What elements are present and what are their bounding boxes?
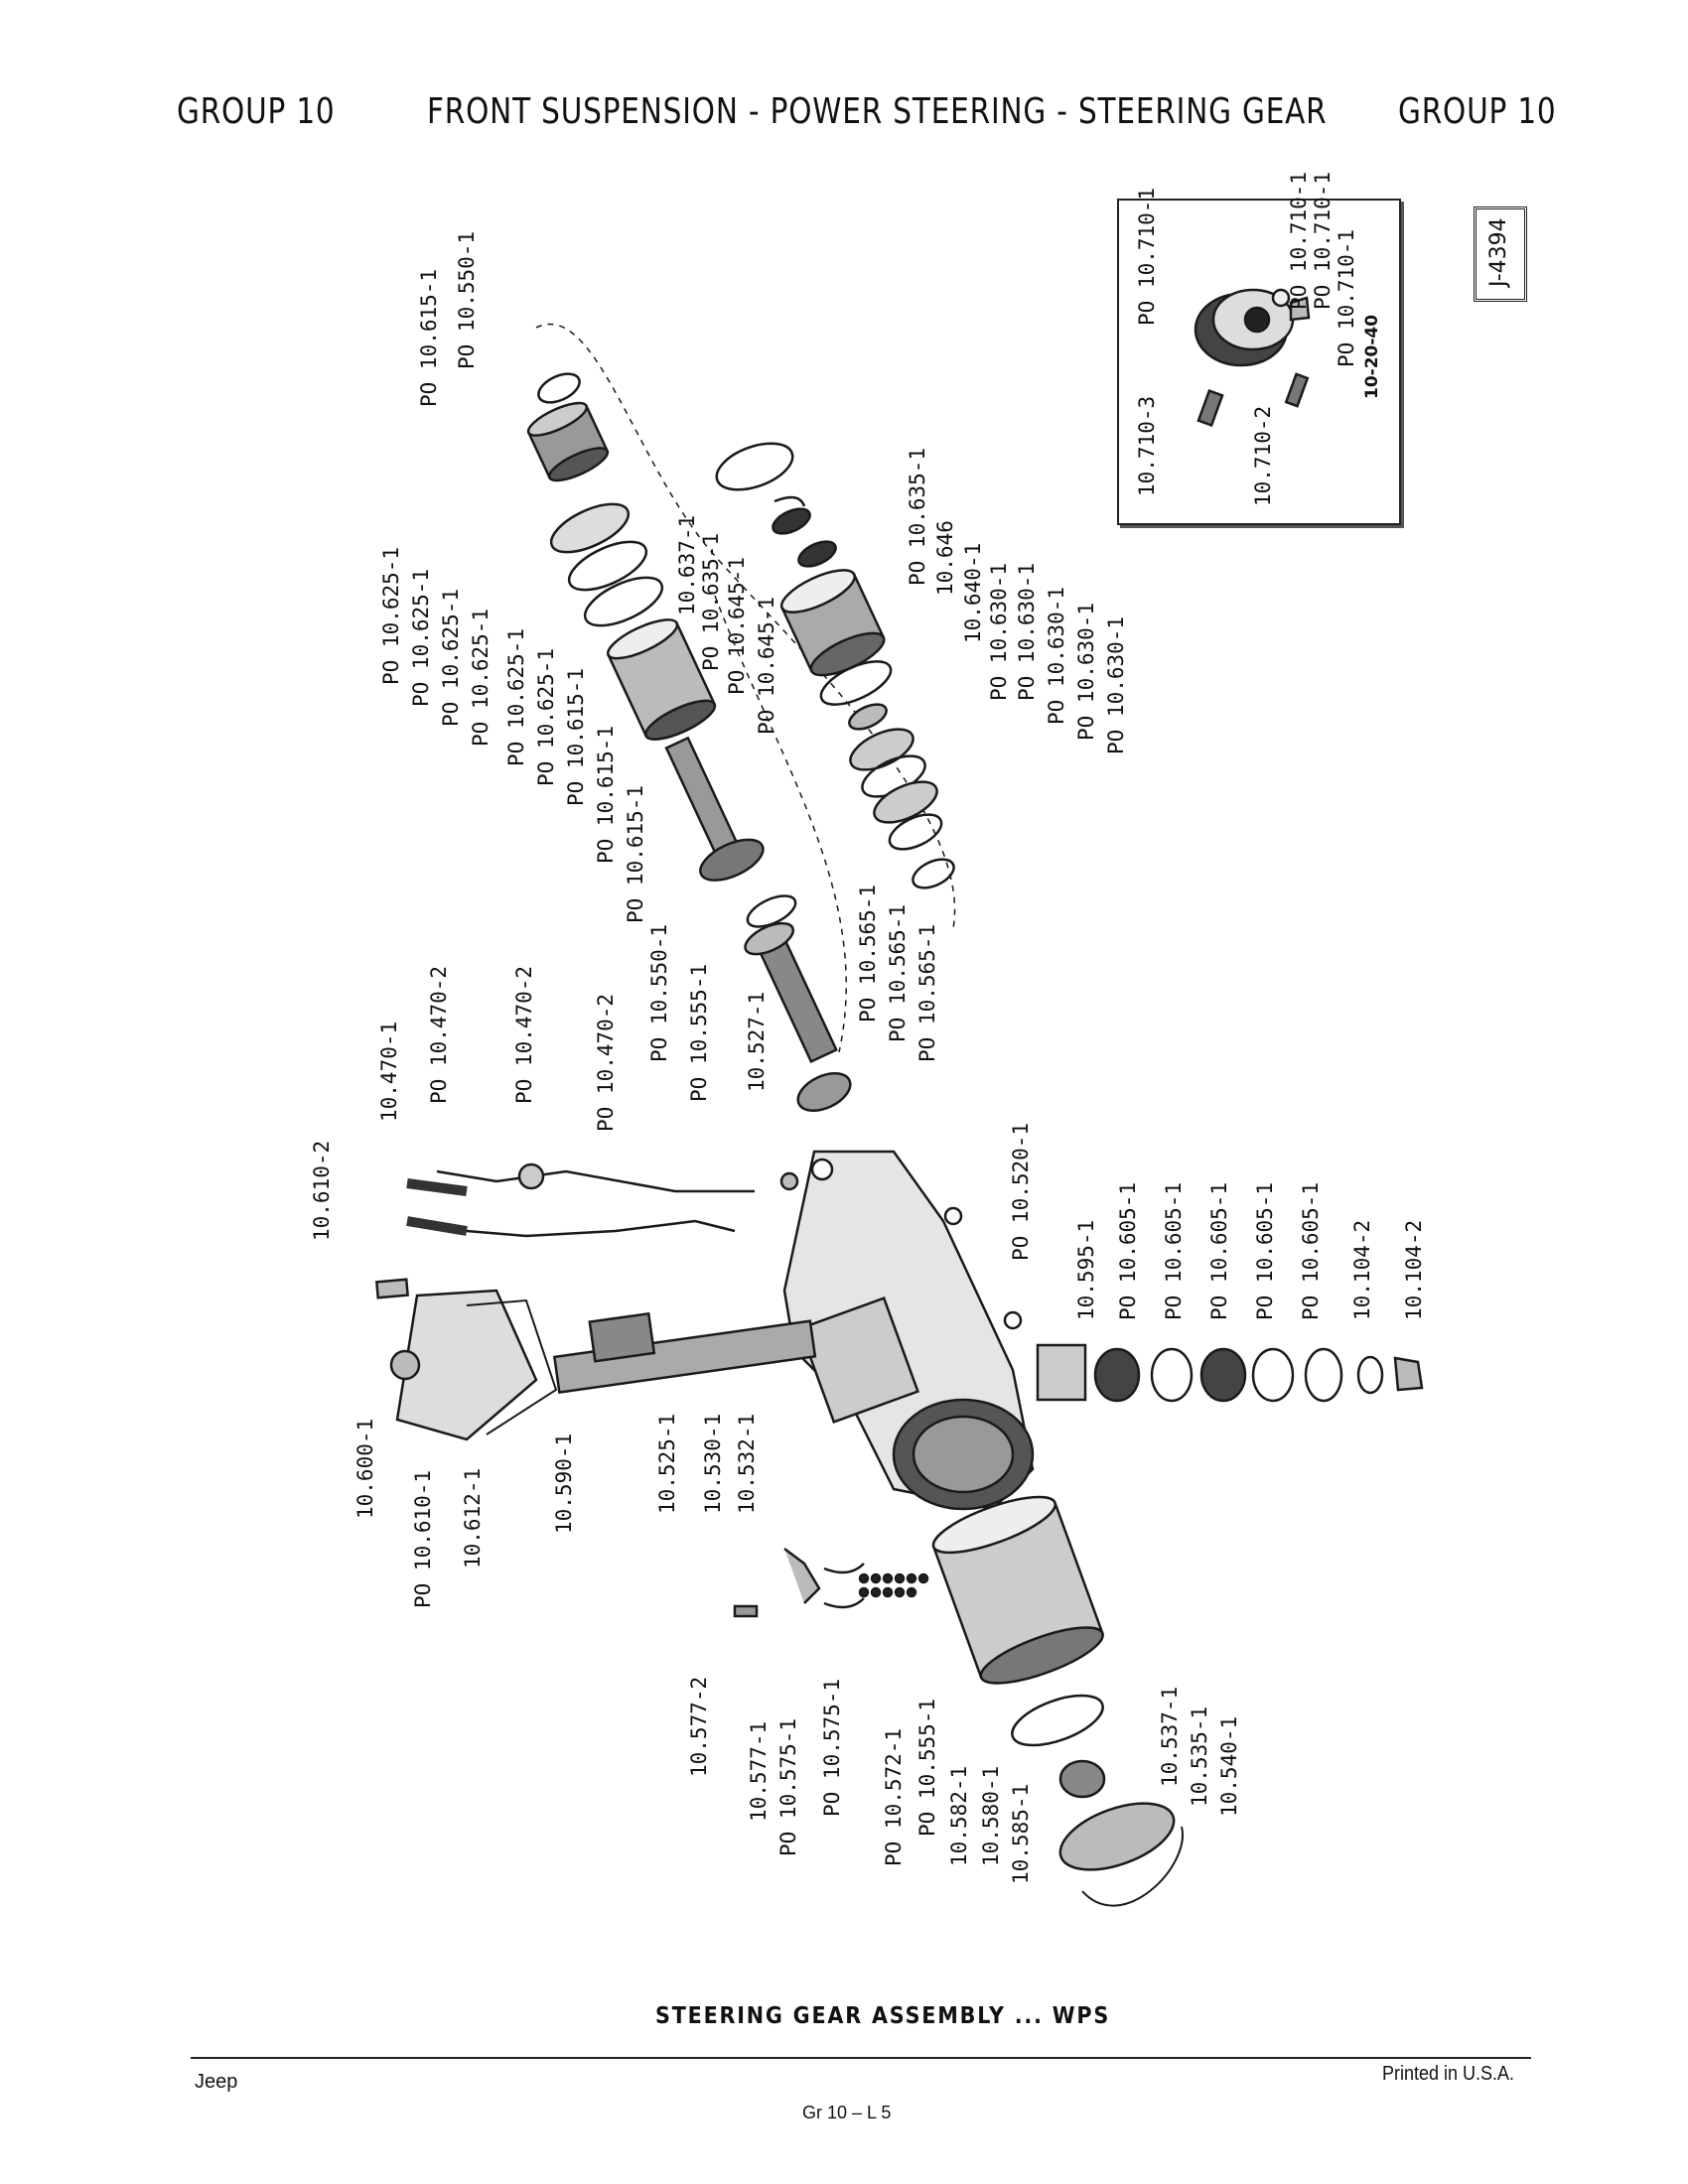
callout-label[interactable]: 10.640-1 [961, 542, 985, 643]
callout-label[interactable]: PO 10.625-1 [439, 588, 463, 727]
inset-label: 10.710-3 [1135, 395, 1159, 496]
callout-label[interactable]: PO 10.645-1 [725, 556, 749, 695]
callout-label[interactable]: PO 10.520-1 [1009, 1122, 1033, 1261]
document-id-box: J-4394 [1474, 206, 1527, 302]
callout-label[interactable]: PO 10.630-1 [1045, 586, 1068, 725]
callout-label[interactable]: PO 10.572-1 [882, 1727, 906, 1866]
callout-label[interactable]: PO 10.550-1 [455, 230, 479, 369]
callout-label[interactable]: PO 10.630-1 [1104, 615, 1128, 754]
callout-label[interactable]: PO 10.630-1 [1074, 602, 1098, 741]
callout-label[interactable]: PO 10.555-1 [687, 963, 711, 1102]
footer-brand: Jeep [195, 2071, 238, 2093]
callout-label[interactable]: PO 10.470-2 [512, 965, 536, 1104]
callout-label[interactable]: 10.582-1 [947, 1765, 971, 1866]
footer-printed: Printed in U.S.A. [1382, 2063, 1515, 2085]
callout-label[interactable]: PO 10.565-1 [856, 884, 880, 1023]
callout-label[interactable]: 10.600-1 [353, 1418, 377, 1519]
callout-label[interactable]: 10.610-2 [310, 1140, 334, 1241]
callout-label[interactable]: PO 10.605-1 [1162, 1181, 1186, 1320]
callout-label[interactable]: 10.470-1 [377, 1021, 401, 1122]
callout-label[interactable]: PO 10.575-1 [776, 1717, 800, 1856]
callout-label[interactable]: 10.585-1 [1009, 1783, 1033, 1884]
callout-label[interactable]: PO 10.605-1 [1116, 1181, 1140, 1320]
callout-label[interactable]: PO 10.625-1 [534, 647, 558, 786]
callout-label[interactable]: PO 10.470-2 [427, 965, 451, 1104]
footer-divider [191, 2057, 1531, 2059]
callout-label[interactable]: 10.577-2 [687, 1676, 711, 1777]
callout-label[interactable]: PO 10.625-1 [504, 627, 528, 766]
callout-label[interactable]: PO 10.575-1 [820, 1678, 844, 1817]
callout-label[interactable]: 10.527-1 [745, 991, 769, 1092]
figure-caption: STEERING GEAR ASSEMBLY ... WPS [655, 2003, 1111, 2029]
callout-label[interactable]: PO 10.555-1 [915, 1698, 939, 1837]
callout-label[interactable]: PO 10.470-2 [594, 993, 618, 1132]
callout-label[interactable]: PO 10.615-1 [417, 268, 441, 407]
group-label-left: GROUP 10 [177, 91, 336, 132]
callout-label[interactable]: PO 10.615-1 [564, 667, 588, 806]
callout-label[interactable]: 10.580-1 [979, 1765, 1003, 1866]
steering-gear-housing [782, 1150, 1035, 1511]
callout-label[interactable]: 10.612-1 [461, 1467, 485, 1569]
callout-label[interactable]: 10.537-1 [1158, 1686, 1182, 1787]
inset-mechanism-illustration [1194, 288, 1311, 428]
inset-label: PO 10.710-1 [1287, 171, 1311, 310]
callout-label[interactable]: PO 10.565-1 [886, 903, 910, 1042]
callout-label[interactable]: 10.590-1 [552, 1433, 576, 1534]
callout-label[interactable]: 10.104-2 [1402, 1219, 1426, 1320]
page-number: Gr 10 – L 5 [802, 2103, 892, 2122]
callout-label[interactable]: 10.532-1 [735, 1413, 759, 1514]
callout-label[interactable]: PO 10.605-1 [1253, 1181, 1277, 1320]
callout-label[interactable]: 10.104-2 [1350, 1219, 1374, 1320]
inset-detail-box [1117, 199, 1401, 525]
callout-label[interactable]: PO 10.615-1 [594, 725, 618, 864]
callout-label[interactable]: 10.637-1 [675, 514, 699, 615]
callout-label[interactable]: PO 10.605-1 [1207, 1181, 1231, 1320]
callout-label[interactable]: PO 10.625-1 [469, 608, 492, 747]
inset-label: PO 10.710-1 [1311, 171, 1335, 310]
callout-label[interactable]: 10.525-1 [655, 1413, 679, 1514]
callout-label[interactable]: 10.577-1 [747, 1720, 771, 1822]
callout-label[interactable]: PO 10.630-1 [987, 562, 1011, 701]
inset-label: PO 10.710-1 [1135, 187, 1159, 326]
callout-label[interactable]: PO 10.645-1 [755, 596, 778, 735]
callout-label[interactable]: 10.535-1 [1188, 1706, 1211, 1807]
callout-label[interactable]: 10.540-1 [1217, 1715, 1241, 1817]
callout-label[interactable]: PO 10.625-1 [379, 546, 403, 685]
inset-label: 10.710-2 [1251, 405, 1275, 506]
callout-label[interactable]: PO 10.615-1 [624, 784, 647, 923]
callout-label[interactable]: PO 10.550-1 [647, 923, 671, 1062]
callout-label[interactable]: PO 10.625-1 [409, 568, 433, 707]
seal-row-parts [1036, 1343, 1424, 1403]
callout-label[interactable]: PO 10.630-1 [1015, 562, 1039, 701]
page-title: FRONT SUSPENSION - POWER STEERING - STEE… [427, 91, 1328, 132]
callout-label[interactable]: PO 10.635-1 [906, 447, 929, 586]
callout-label[interactable]: PO 10.635-1 [699, 532, 723, 671]
callout-label[interactable]: PO 10.565-1 [915, 923, 939, 1062]
inset-label: PO 10.710-1 [1335, 228, 1358, 367]
callout-label[interactable]: PO 10.610-1 [411, 1469, 435, 1608]
callout-label[interactable]: PO 10.605-1 [1299, 1181, 1323, 1320]
callout-label[interactable]: 10.530-1 [701, 1413, 725, 1514]
callout-label[interactable]: 10.595-1 [1074, 1219, 1098, 1320]
callout-label[interactable]: 10.646 [933, 520, 957, 596]
group-label-right: GROUP 10 [1398, 91, 1557, 132]
